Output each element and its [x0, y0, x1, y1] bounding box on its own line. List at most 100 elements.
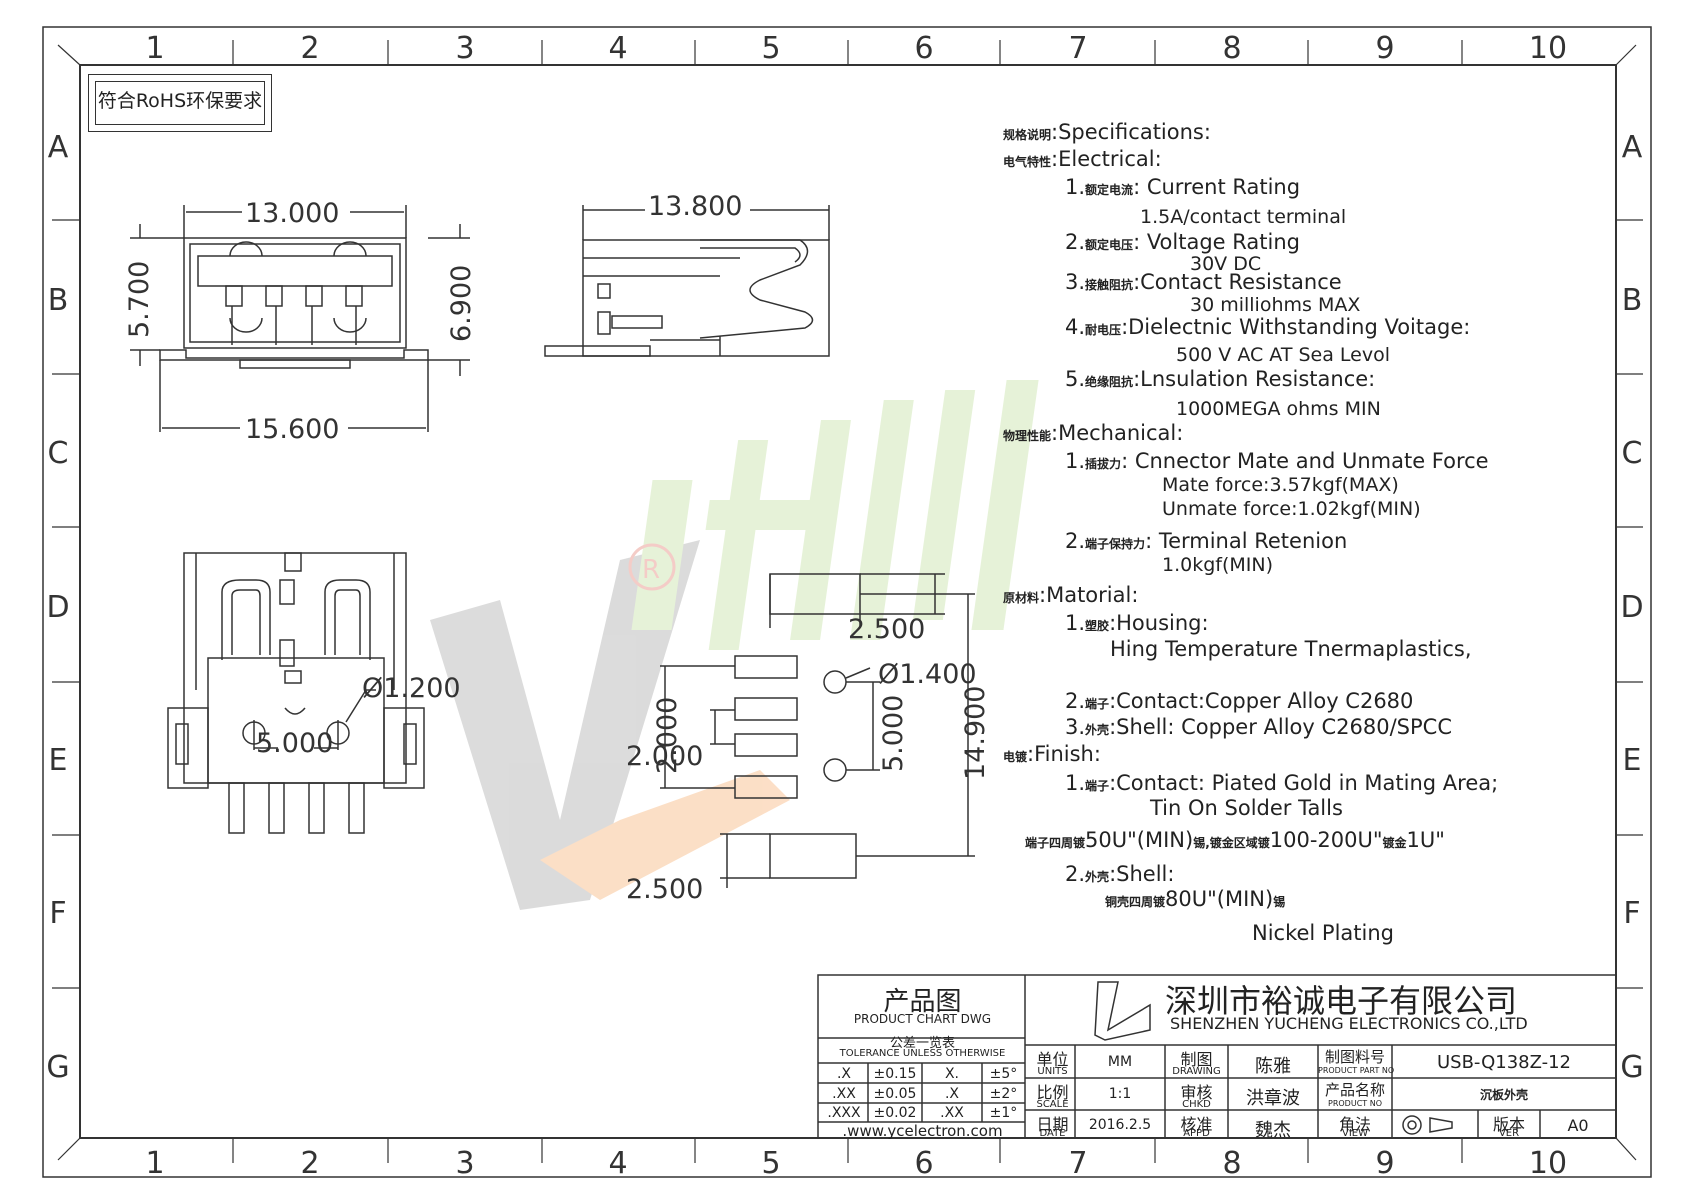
spec-e2: 2.额定电压: Voltage Rating — [1065, 231, 1300, 256]
grid-row-label: D — [1620, 590, 1643, 625]
spec-t1-cn: 塑胶 — [1085, 619, 1110, 633]
units-value: MM — [1107, 1054, 1133, 1070]
part-no-value: USB-Q138Z-12 — [1436, 1052, 1572, 1073]
grid-row-label: G — [46, 1050, 69, 1085]
drawing-label-en: DRAWING — [1172, 1066, 1221, 1077]
watermark-logo: R — [430, 380, 1039, 910]
tolerance-fmt: .X — [836, 1066, 852, 1082]
grid-col-label: 5 — [761, 31, 780, 66]
spec-e1-num: 1. — [1065, 175, 1086, 199]
tolerance-fmt: .XXX — [827, 1105, 861, 1121]
company-website: .www.ycelectron.com — [842, 1122, 1003, 1140]
spec-t2-num: 2. — [1065, 689, 1086, 713]
title-block — [817, 974, 1617, 1139]
grid-row-label: B — [1622, 283, 1643, 318]
svg-text:R: R — [642, 555, 660, 585]
spec-t3-num: 3. — [1065, 715, 1086, 739]
spec-mechanical-cn: 物理性能 — [1003, 429, 1052, 443]
dim-front-height: 5.700 — [124, 261, 155, 338]
product-name-label-cn: 产品名称 — [1324, 1081, 1385, 1099]
grid-col-label: 8 — [1222, 1146, 1241, 1181]
grid-row-label: F — [49, 896, 66, 931]
spec-f1-plating-c: 1U" — [1406, 828, 1445, 852]
spec-m2-en: : Terminal Retenion — [1145, 529, 1348, 553]
spec-f1: 1.端子:Contact: Piated Gold in Mating Area… — [1065, 772, 1498, 797]
tolerance-fmt: .XX — [832, 1086, 856, 1102]
spec-heading: 规格说明:Specifications: — [1003, 121, 1211, 146]
spec-heading-en: :Specifications: — [1051, 120, 1211, 144]
spec-f1-plating-a: 50U"(MIN) — [1085, 828, 1194, 852]
dim-hole-diameter: Ø1.200 — [362, 673, 461, 704]
grid-col-label: 4 — [608, 31, 627, 66]
spec-f1-en: :Contact: Piated Gold in Mating Area; — [1109, 771, 1499, 795]
spec-f2-plating-cn1: 铜壳四周镀 — [1105, 895, 1166, 909]
spec-m1-value-1: Mate force:3.57kgf(MAX) — [1162, 474, 1399, 496]
grid-row-label: D — [46, 590, 69, 625]
date-label-cn: 日期 — [1036, 1115, 1069, 1134]
spec-t3-en: :Shell: Copper Alloy C2680/SPCC — [1109, 715, 1453, 739]
tolerance-angle-value: ±5° — [989, 1066, 1018, 1082]
spec-f1-num: 1. — [1065, 771, 1086, 795]
grid-col-label: 7 — [1068, 31, 1087, 66]
spec-t1-num: 1. — [1065, 611, 1086, 635]
grid-row-label: C — [48, 436, 69, 471]
spec-e5-value: 1000MEGA ohms MIN — [1176, 398, 1381, 420]
spec-m1-num: 1. — [1065, 449, 1086, 473]
spec-t1-value: Hing Temperature Tnermaplastics, — [1110, 637, 1472, 661]
product-name-label-en: PRODUCT NO — [1328, 1099, 1382, 1108]
spec-mechanical-en: :Mechanical: — [1051, 421, 1184, 445]
tolerance-angle-fmt: .XX — [940, 1105, 964, 1121]
grid-col-label: 2 — [300, 1146, 319, 1181]
spec-f1-plating-cn2: 锡,镀金区域镀 — [1193, 836, 1270, 850]
spec-f2-plating-cn2: 锡 — [1273, 895, 1286, 909]
grid-row-label: B — [48, 283, 69, 318]
company-name-en: SHENZHEN YUCHENG ELECTRONICS CO.,LTD — [1170, 1014, 1528, 1033]
spec-f1-value: Tin On Solder Talls — [1150, 796, 1343, 820]
spec-f1-plating-b: 100-200U" — [1269, 828, 1383, 852]
spec-e3-num: 3. — [1065, 270, 1086, 294]
spec-e1-value: 1.5A/contact terminal — [1140, 206, 1347, 228]
grid-col-label: 6 — [914, 1146, 933, 1181]
spec-t1: 1.塑胶:Housing: — [1065, 612, 1209, 637]
grid-col-label: 2 — [300, 31, 319, 66]
spec-e5: 5.绝缘阻抗:Lnsulation Resistance: — [1065, 368, 1375, 393]
grid-col-label: 7 — [1068, 1146, 1087, 1181]
dim-pad-width-top: 2.500 — [848, 614, 925, 645]
spec-e4-en: :Dielectnic Withstanding Voitage: — [1121, 315, 1471, 339]
grid-row-label: E — [1623, 743, 1642, 778]
spec-f2-value: Nickel Plating — [1252, 921, 1395, 945]
grid-col-label: 4 — [608, 1146, 627, 1181]
spec-t2: 2.端子:Contact:Copper Alloy C2680 — [1065, 690, 1413, 715]
spec-e5-num: 5. — [1065, 367, 1086, 391]
spec-f2-num: 2. — [1065, 862, 1086, 886]
grid-col-label: 9 — [1375, 31, 1394, 66]
spec-f1-plating-cn3: 镀金 — [1382, 836, 1407, 850]
spec-t2-cn: 端子 — [1085, 697, 1110, 711]
spec-e1: 1.额定电流: Current Rating — [1065, 176, 1300, 201]
date-label-en: DATE — [1039, 1128, 1066, 1139]
grid-row-label: F — [1623, 896, 1640, 931]
spec-e4-value: 500 V AC AT Sea Levol — [1176, 344, 1391, 366]
checked-label-cn: 审核 — [1180, 1083, 1213, 1102]
spec-m2: 2.端子保持力: Terminal Retenion — [1065, 530, 1347, 555]
scale-label-cn: 比例 — [1036, 1083, 1069, 1102]
spec-m1-value-2: Unmate force:1.02kgf(MIN) — [1162, 498, 1421, 520]
dim-pad-pitch-a: 2.000 — [652, 697, 683, 774]
approved-label-en: APPD — [1183, 1128, 1210, 1139]
rohs-compliance-text: 符合RoHS环保要求 — [95, 81, 265, 125]
approved-value: 魏杰 — [1255, 1120, 1291, 1141]
checked-label-en: CHKD — [1182, 1099, 1211, 1110]
spec-e2-en: : Voltage Rating — [1133, 230, 1300, 254]
dim-pad-hole-diameter: Ø1.400 — [878, 659, 977, 690]
spec-e3-cn: 接触阻抗 — [1085, 278, 1134, 292]
spec-finish-cn: 电镀 — [1003, 750, 1028, 764]
spec-e2-num: 2. — [1065, 230, 1086, 254]
spec-m1: 1.插拔力: Cnnector Mate and Unmate Force — [1065, 450, 1489, 475]
grid-col-label: 8 — [1222, 31, 1241, 66]
version-value: A0 — [1567, 1116, 1589, 1135]
spec-m1-en: : Cnnector Mate and Unmate Force — [1121, 449, 1489, 473]
scale-value: 1:1 — [1108, 1086, 1132, 1102]
view-label-en: VIEW — [1342, 1128, 1368, 1139]
product-name-value: 沉板外壳 — [1479, 1088, 1528, 1102]
dim-hole-pitch: 5.000 — [256, 728, 333, 759]
